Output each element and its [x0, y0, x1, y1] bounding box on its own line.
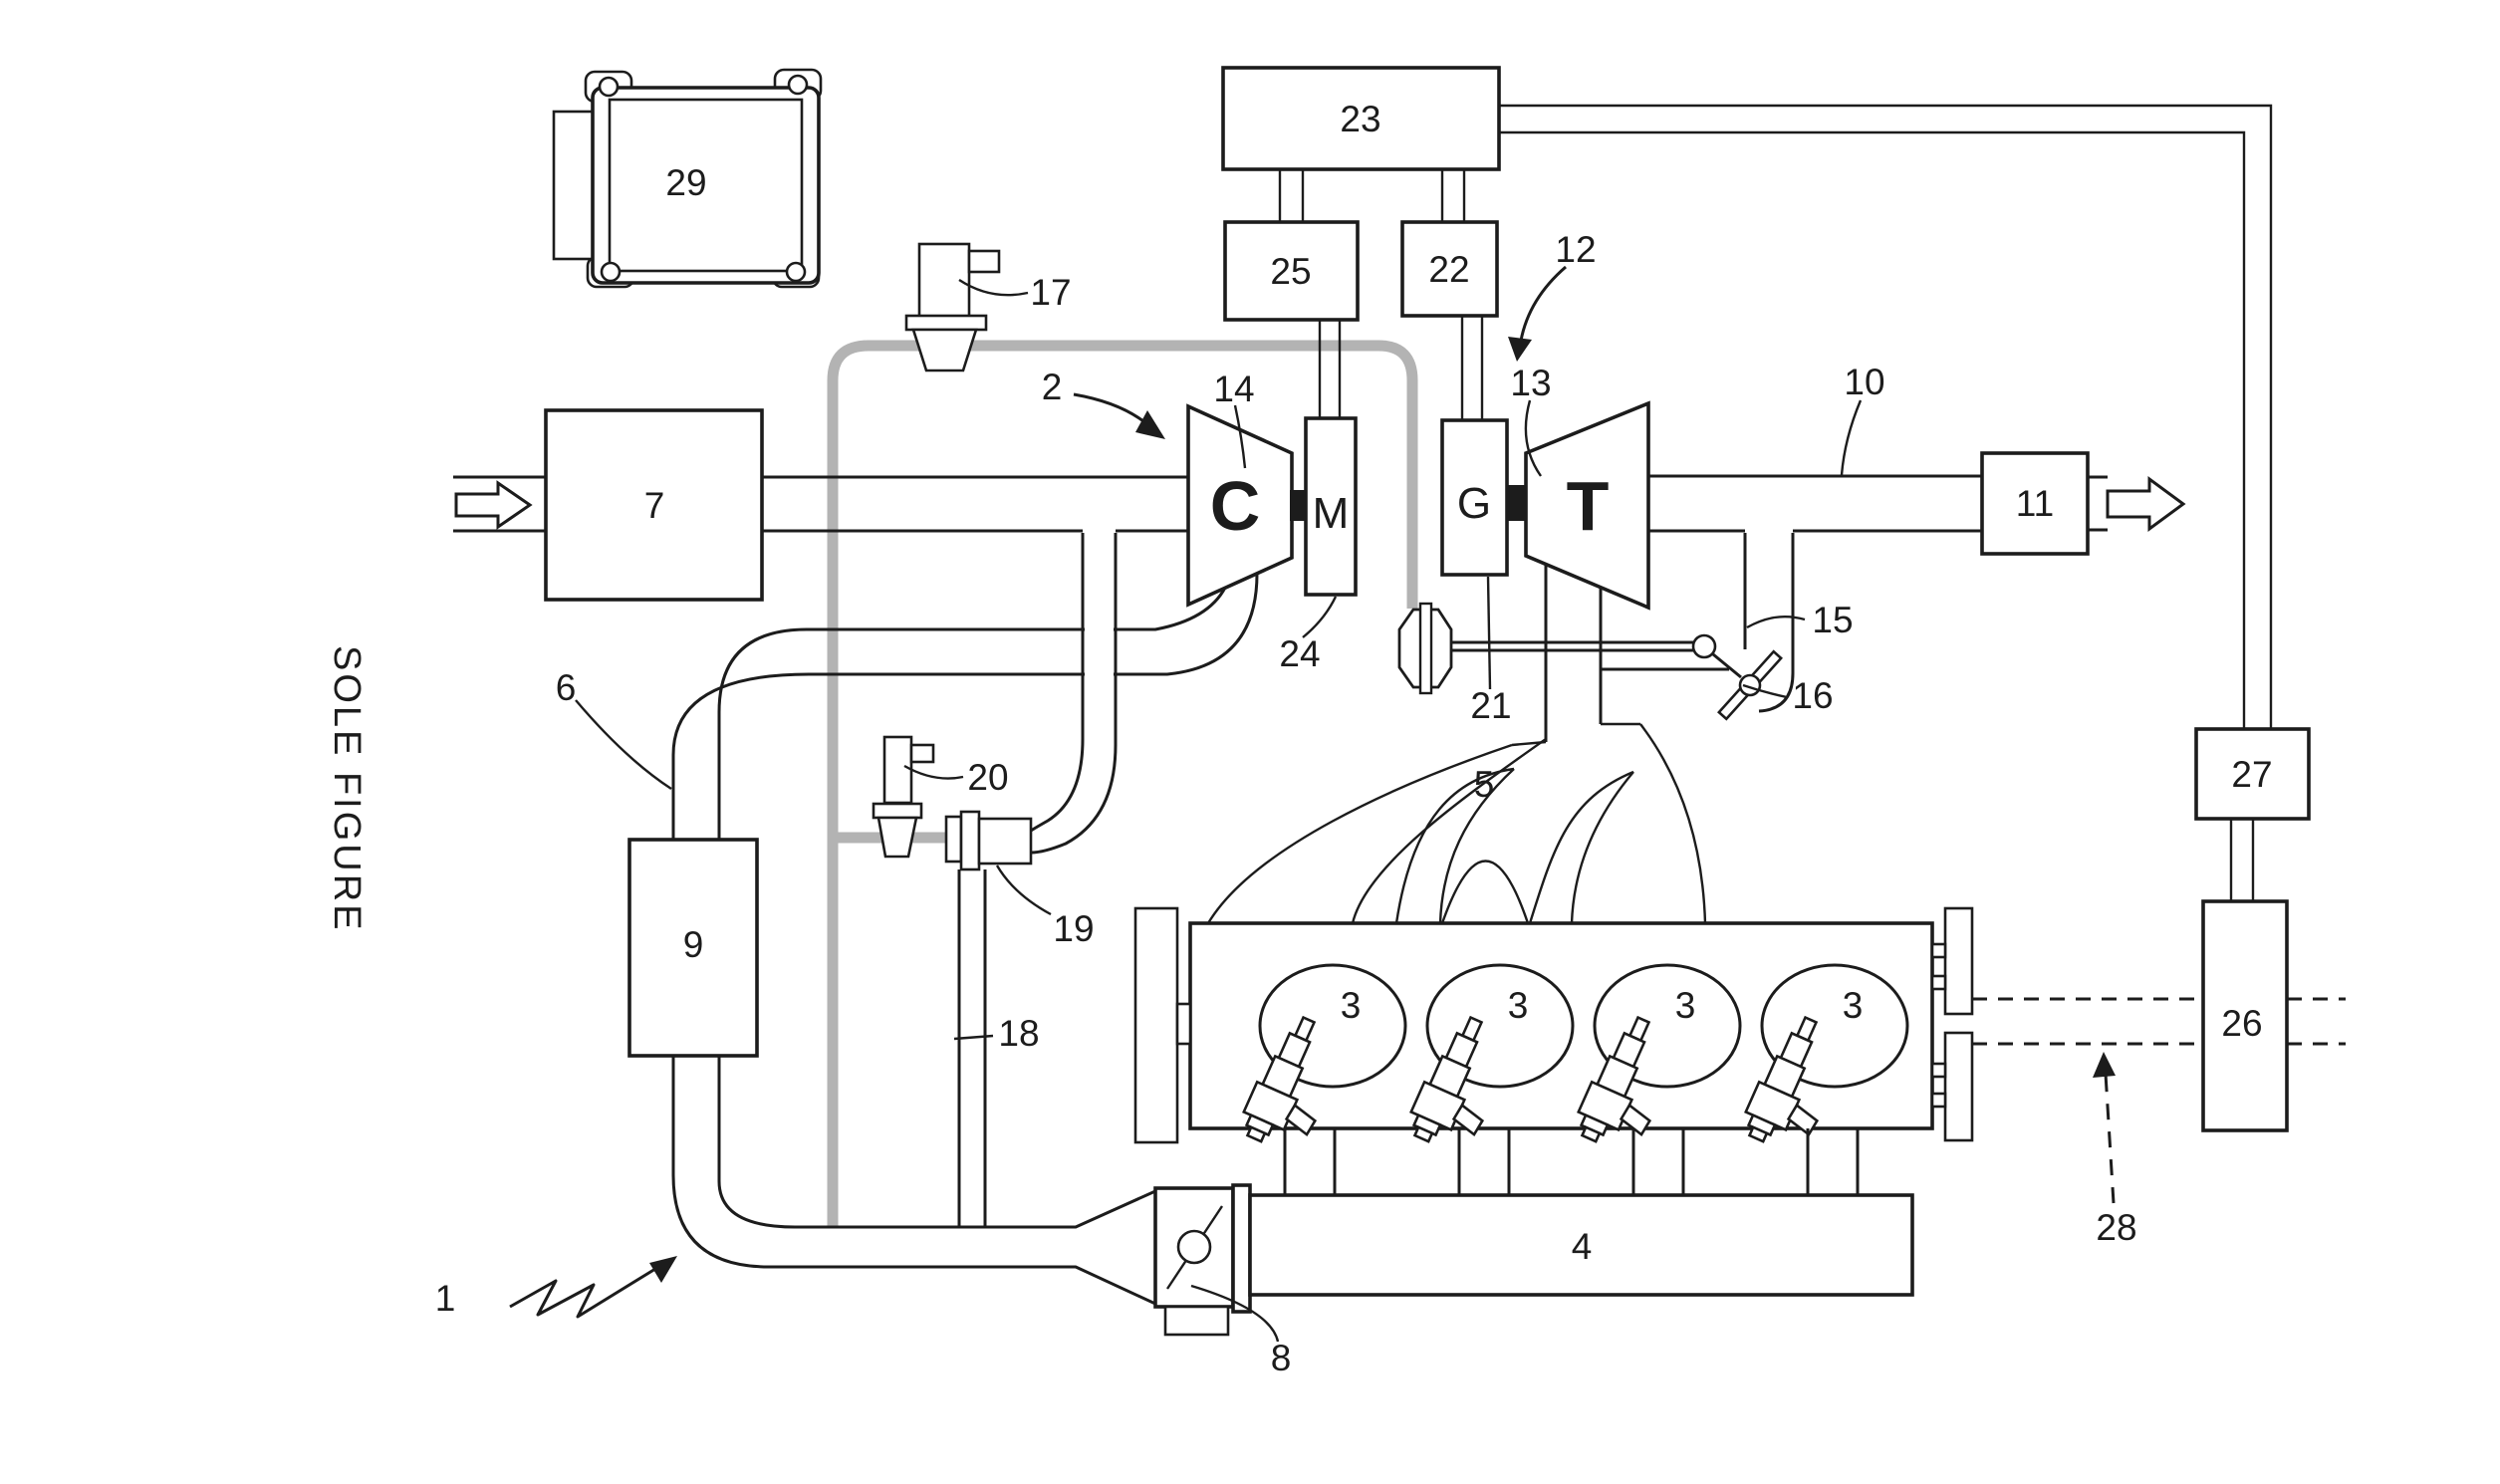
ref-label-21: 21: [1470, 685, 1511, 726]
intake-plenum-box: [1248, 1193, 1914, 1297]
ref-label-12: 12: [1555, 229, 1596, 270]
turbine: [1524, 400, 1650, 611]
compressor: [1186, 403, 1294, 608]
wastegate: [1397, 533, 1795, 721]
control-wiring: [1278, 104, 2273, 901]
inlet-pressure-sensor-20: [872, 735, 935, 859]
throttle-body: [1153, 1183, 1252, 1337]
intercooler-box: [627, 838, 759, 1058]
ref-label-3: 3: [1843, 985, 1864, 1026]
exhaust-duct: [1648, 474, 1982, 533]
air-filter-box: [544, 408, 764, 602]
electric-motor-box: [1304, 416, 1358, 597]
engine-right-flange: [1930, 906, 1974, 1142]
ref-label-13: 13: [1510, 363, 1551, 403]
ecu-module: [552, 68, 823, 289]
ref-label-28: 28: [2096, 1207, 2136, 1248]
wastegate-lever-pivot: [1691, 633, 1717, 659]
throttle-valve-icon: [1176, 1229, 1212, 1265]
ref-label-22: 22: [1428, 249, 1469, 290]
ref-label-18: 18: [998, 1013, 1039, 1054]
actuator-membrane: [1418, 602, 1433, 695]
ref-label-27: 27: [2231, 754, 2272, 795]
pressure-tap-19: [944, 810, 1033, 871]
ref-label-29: 29: [665, 162, 706, 203]
generator-electronics-box: [1400, 220, 1499, 318]
turbine-letter: T: [1567, 467, 1610, 545]
motor-electronics-box: [1223, 220, 1360, 322]
air-inlet: [453, 475, 546, 533]
ref-label-4: 4: [1572, 1226, 1593, 1267]
injector-icon: [1242, 1015, 1318, 1143]
ref-label-10: 10: [1844, 362, 1884, 402]
duct-to-throttle: [671, 1056, 1156, 1306]
ref-label-25: 25: [1270, 251, 1311, 292]
plenum-runners: [1283, 1128, 1860, 1195]
shaft-coupling-cm: [1290, 490, 1306, 521]
inlet-flow-arrow-icon: [454, 480, 533, 530]
ref-label-2: 2: [1042, 367, 1063, 407]
boost-pressure-sensor-17: [904, 242, 1001, 372]
ref-label-19: 19: [1053, 908, 1094, 949]
injector-icon: [1409, 1015, 1485, 1143]
motor-letter: M: [1313, 489, 1350, 538]
bypass-pipe-18: [957, 869, 987, 1226]
compressor-letter: C: [1210, 467, 1261, 545]
pipe-crossing-mask: [1085, 616, 1114, 687]
controller-box: [1221, 66, 1501, 171]
compressor-inlet-duct: [762, 475, 1188, 533]
ref-label-16: 16: [1792, 675, 1833, 716]
reference-arrows: [509, 265, 1567, 1319]
figure-caption: SOLE FIGURE: [326, 645, 368, 933]
ref-label-6: 6: [556, 667, 577, 708]
ref-label-17: 17: [1030, 272, 1071, 313]
ref-label-14: 14: [1213, 369, 1254, 409]
ref-label-8: 8: [1271, 1338, 1292, 1378]
ref-label-3: 3: [1508, 985, 1529, 1026]
ref-label-3: 3: [1675, 985, 1696, 1026]
generator-letter: G: [1457, 479, 1491, 528]
injector-icon: [1577, 1015, 1652, 1143]
ref-label-9: 9: [683, 924, 704, 965]
catalyst-box: [1980, 451, 2090, 556]
ref-label-23: 23: [1340, 99, 1380, 139]
exhaust-outlet: [2088, 475, 2186, 532]
ref-label-7: 7: [644, 485, 665, 526]
injector-icon: [1744, 1015, 1820, 1143]
ref-label-3: 3: [1341, 985, 1362, 1026]
turbine-inlet-riser: [1544, 564, 1603, 742]
ref-label-1: 1: [435, 1278, 456, 1319]
ref-label-20: 20: [967, 757, 1008, 798]
ref-label-11: 11: [2016, 483, 2054, 524]
leader-lines: [575, 278, 1863, 1343]
crankshaft-link: [1972, 997, 2346, 1204]
ref-label-24: 24: [1279, 633, 1320, 674]
outlet-flow-arrow-icon: [2106, 476, 2186, 532]
ref-label-5: 5: [1474, 764, 1495, 805]
ref-label-26: 26: [2221, 1003, 2262, 1044]
sensor-tap-pipe: [1030, 533, 1118, 855]
ref-label-15: 15: [1812, 600, 1853, 640]
engine-left-flange: [1133, 906, 1192, 1144]
exhaust-manifold-fan: [1206, 722, 1707, 924]
starter-generator-box: [2201, 899, 2289, 1132]
battery-electronics-box: [2194, 727, 2311, 821]
generator-box: [1440, 418, 1509, 577]
fuel-injectors: [1242, 1015, 1820, 1143]
charge-air-duct: [671, 573, 1259, 840]
shaft-coupling-gt: [1505, 485, 1527, 521]
